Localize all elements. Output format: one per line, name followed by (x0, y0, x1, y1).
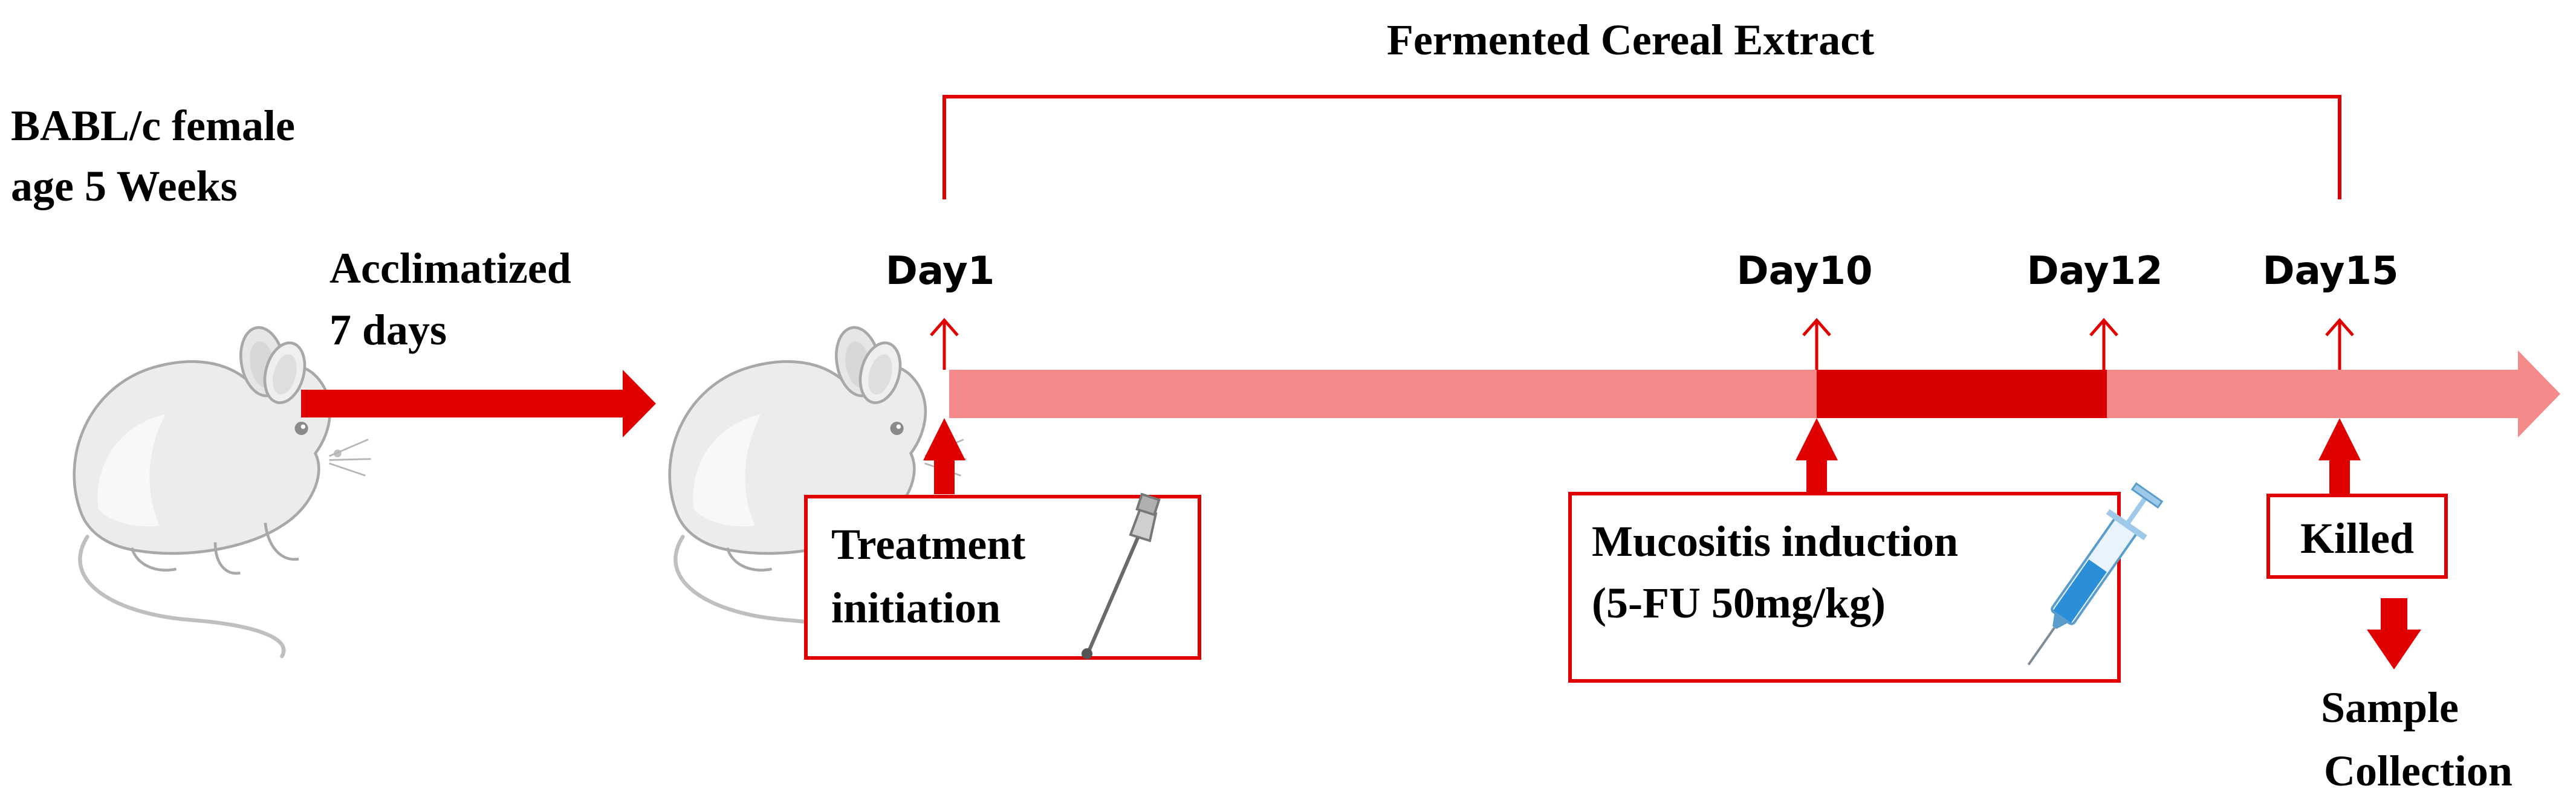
bracket-title: Fermented Cereal Extract (1387, 16, 1874, 64)
killed-box (2266, 494, 2448, 579)
mucositis-label-line2: (5-FU 50mg/kg) (1592, 579, 1886, 627)
day12-marker (2089, 318, 2118, 370)
day12-label: Day12 (2026, 249, 2162, 294)
mouse-strain-label: BABL/c female (11, 102, 295, 150)
acclimatized-duration-label: 7 days (329, 306, 447, 354)
mucositis-induction-period (1817, 370, 2107, 418)
day10-marker (1802, 318, 1831, 370)
acclimatized-label: Acclimatized (329, 244, 571, 292)
treatment-label-line1: Treatment (831, 520, 1025, 569)
day15-label: Day15 (2262, 249, 2398, 294)
treatment-label-line2: initiation (831, 584, 1001, 632)
acclimatization-arrow (301, 370, 656, 437)
mucositis-induction-box (1568, 492, 2121, 683)
day1-label: Day1 (886, 249, 995, 294)
sample-collection-arrow (2367, 598, 2421, 669)
mouse-icon (74, 324, 371, 656)
timeline-arrow (949, 350, 2560, 437)
day15-marker (2325, 318, 2354, 370)
treatment-period-bracket (942, 95, 2341, 199)
killed-label: Killed (2300, 514, 2414, 562)
gavage-needle-icon (1082, 492, 1161, 659)
mucositis-label-line1: Mucositis induction (1592, 517, 1958, 566)
day1-marker (930, 318, 959, 370)
sample-label-line1: Sample (2321, 683, 2459, 732)
mucositis-event-arrow (1796, 418, 1838, 494)
day10-label: Day10 (1736, 249, 1872, 294)
killed-event-arrow (2318, 418, 2361, 494)
mouse-age-label: age 5 Weeks (11, 162, 238, 210)
sample-label-line2: Collection (2324, 747, 2513, 795)
treatment-event-arrow (923, 418, 965, 494)
syringe-icon (2027, 482, 2164, 666)
